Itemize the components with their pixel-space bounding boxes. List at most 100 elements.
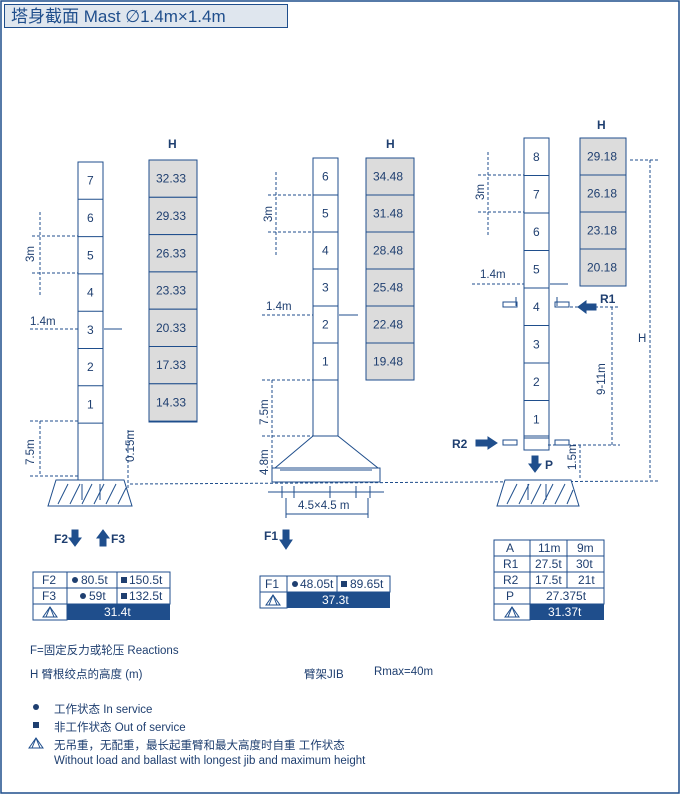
height-cell bbox=[579, 137, 627, 176]
table-cell: 11m bbox=[538, 541, 560, 555]
table-cell: 150.5t bbox=[129, 573, 163, 587]
height-cell bbox=[148, 308, 198, 348]
height-cell bbox=[579, 174, 627, 213]
legend-rmax: Rmax=40m bbox=[374, 666, 434, 678]
table-cell: 48.05t bbox=[300, 577, 334, 591]
mast-section-1: 1 bbox=[87, 397, 94, 411]
height-cell bbox=[148, 383, 198, 422]
reaction-table-1 bbox=[32, 571, 171, 621]
mast-section-4: 4 bbox=[87, 286, 94, 300]
mast-section-8: 8 bbox=[533, 150, 540, 164]
f2-label: F2 bbox=[54, 532, 68, 546]
mast-section-3: 3 bbox=[533, 337, 540, 351]
arrow-down-icon bbox=[279, 529, 293, 550]
base-hatch bbox=[268, 486, 384, 498]
foundation-3 bbox=[496, 479, 580, 507]
page-title: 塔身截面 Mast ∅1.4m×1.4m bbox=[4, 4, 288, 28]
f3-label: F3 bbox=[111, 532, 125, 546]
self-weight-icon bbox=[28, 737, 44, 749]
height-value: 20.33 bbox=[156, 321, 186, 335]
legend-height: H 臂根绞点的高度 (m) bbox=[30, 669, 143, 681]
arrow-up-icon bbox=[96, 529, 110, 547]
r2-label: R2 bbox=[452, 437, 468, 451]
mast-section-6: 6 bbox=[87, 211, 94, 225]
legend-jib: 臂架JIB bbox=[304, 669, 344, 681]
mast-section-6: 6 bbox=[322, 170, 329, 184]
legend-in-service: 工作状态 In service bbox=[54, 704, 153, 716]
dim-1-4m: 1.4m bbox=[480, 269, 506, 281]
dim-1-5m: 1.5m bbox=[567, 444, 579, 470]
height-value: 29.33 bbox=[156, 209, 186, 223]
table-cell: 27.5t bbox=[535, 557, 562, 571]
table-cell: A bbox=[506, 541, 514, 555]
r1-label: R1 bbox=[600, 292, 616, 306]
height-value: 23.18 bbox=[587, 224, 617, 238]
in-service-icon bbox=[80, 593, 86, 599]
height-value: 29.18 bbox=[587, 150, 617, 164]
height-value: 25.48 bbox=[373, 281, 403, 295]
height-value: 19.48 bbox=[373, 355, 403, 369]
in-service-icon bbox=[72, 577, 78, 583]
out-service-icon bbox=[341, 581, 347, 587]
height-cell bbox=[365, 305, 415, 344]
in-service-icon bbox=[33, 704, 39, 710]
foundation-hatch bbox=[57, 483, 127, 505]
table-cell: P bbox=[506, 589, 514, 603]
height-cell bbox=[365, 268, 415, 307]
mast-section-2: 2 bbox=[87, 360, 94, 374]
dim-4-8m: 4.8m bbox=[259, 449, 271, 475]
mast-1 bbox=[77, 161, 104, 481]
height-value: 28.48 bbox=[373, 244, 403, 258]
height-value: 26.33 bbox=[156, 246, 186, 260]
ground-line bbox=[129, 480, 661, 485]
dim-3m: 3m bbox=[475, 184, 487, 200]
mast-section-1: 1 bbox=[322, 355, 329, 369]
mast-section-3: 3 bbox=[322, 281, 329, 295]
legend-no-load-en: Without load and ballast with longest ji… bbox=[54, 755, 366, 767]
table-cell: 9m bbox=[577, 541, 594, 555]
dim-h: H bbox=[638, 333, 646, 345]
base-plate bbox=[271, 467, 381, 483]
legend-reactions: F=固定反力或轮压 Reactions bbox=[30, 645, 179, 657]
height-value: 34.48 bbox=[373, 170, 403, 184]
mast-section-5: 5 bbox=[322, 207, 329, 221]
height-value: 17.33 bbox=[156, 358, 186, 372]
table-cell: 80.5t bbox=[81, 573, 108, 587]
mast-section-7: 7 bbox=[533, 187, 540, 201]
mast-3 bbox=[523, 137, 550, 451]
dim-3m: 3m bbox=[263, 206, 275, 222]
collar-left bbox=[502, 439, 518, 446]
collar-right bbox=[554, 301, 570, 308]
mast-section-5: 5 bbox=[87, 248, 94, 262]
mast-section-2: 2 bbox=[533, 375, 540, 389]
arrow-down-icon bbox=[68, 529, 82, 547]
height-cell bbox=[579, 248, 627, 287]
height-value: 31.48 bbox=[373, 207, 403, 221]
mast-section-6: 6 bbox=[533, 225, 540, 239]
height-value: 22.48 bbox=[373, 318, 403, 332]
self-weight-icon bbox=[265, 594, 281, 606]
out-service-icon bbox=[33, 722, 39, 728]
height-cell bbox=[148, 271, 198, 310]
mast-section-3: 3 bbox=[87, 323, 94, 337]
out-service-icon bbox=[121, 593, 127, 599]
out-service-icon bbox=[121, 577, 127, 583]
h-label: H bbox=[386, 137, 395, 151]
f1-label: F1 bbox=[264, 529, 278, 543]
table-cell: 132.5t bbox=[129, 589, 163, 603]
dim-1-4m: 1.4m bbox=[30, 316, 56, 328]
height-value: 14.33 bbox=[156, 395, 186, 409]
height-cell bbox=[579, 211, 627, 250]
collar-right bbox=[554, 439, 570, 446]
mast-section-4: 4 bbox=[322, 244, 329, 258]
p-label: P bbox=[545, 458, 553, 472]
table-cell: F1 bbox=[265, 577, 279, 591]
reaction-table-3 bbox=[493, 539, 605, 621]
self-weight-icon bbox=[42, 606, 58, 618]
mast-section-7: 7 bbox=[87, 174, 94, 188]
table-cell: 21t bbox=[578, 573, 595, 587]
